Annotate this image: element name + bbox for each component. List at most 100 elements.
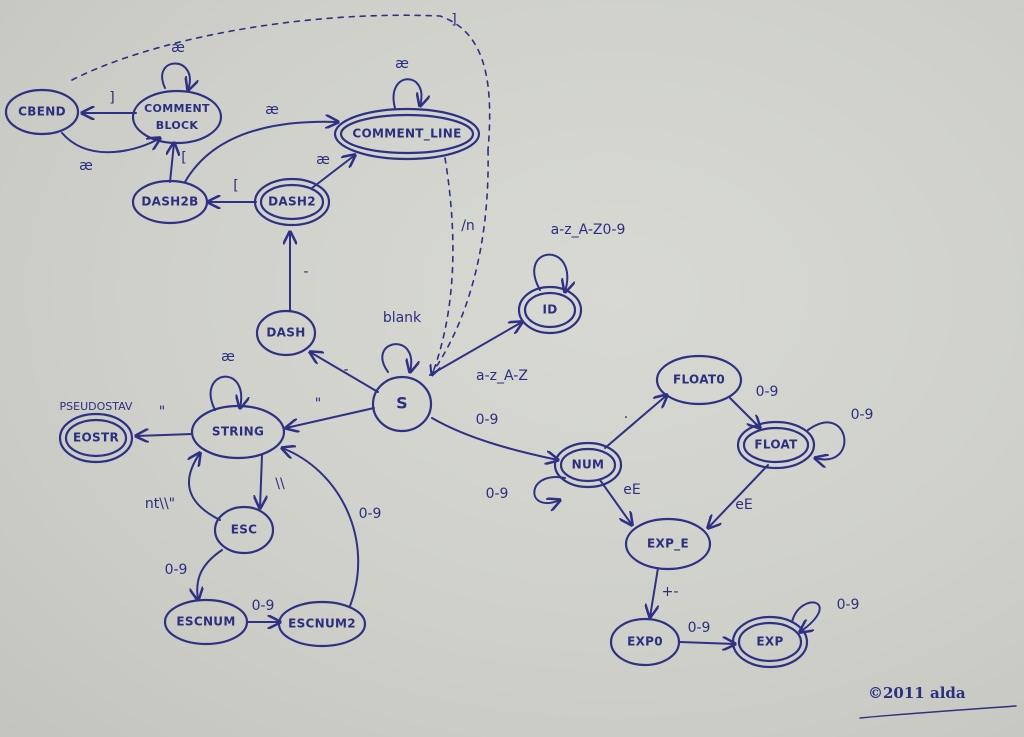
label-start-string: " xyxy=(315,396,321,412)
state-start: S xyxy=(371,375,433,433)
state-escnum: ESCNUM xyxy=(163,598,249,646)
edge-exp-loop xyxy=(791,601,821,632)
state-label: FLOAT0 xyxy=(673,373,725,387)
state-label: S xyxy=(396,394,408,413)
edge-start-loop xyxy=(381,343,411,372)
edge-labels: æ ] æ ] æ æ [ [ æ /n - - blank a-z_A-Z a… xyxy=(60,12,874,636)
state-escnum2: ESCNUM2 xyxy=(277,600,367,648)
edge-string-loop xyxy=(209,375,242,411)
state-label: BLOCK xyxy=(156,119,199,132)
state-label: STRING xyxy=(212,425,264,439)
state-exp-e: EXP_E xyxy=(624,517,712,571)
state-label: COMMENT xyxy=(144,102,210,115)
edge-start-id xyxy=(429,322,522,376)
state-label: ESCNUM xyxy=(176,615,235,629)
edge-cbend-commentblock xyxy=(61,132,160,154)
label-expe-exp0: +- xyxy=(662,584,679,600)
state-num: NUM xyxy=(553,441,623,489)
edge-start-dash xyxy=(310,352,379,393)
edge-expe-exp0 xyxy=(650,567,659,617)
states: CBEND COMMENT BLOCK COMMENT_LINE DASH2B … xyxy=(4,88,816,669)
edge-esc-string xyxy=(189,453,221,521)
edge-dash2b-commentline xyxy=(184,122,338,183)
label-esc-string: nt\\" xyxy=(145,496,175,512)
edge-commentblock-loop xyxy=(161,62,190,90)
state-label: COMMENT_LINE xyxy=(352,127,461,142)
label-dash2-dash2b: [ xyxy=(233,178,238,194)
state-label: ID xyxy=(542,303,557,317)
state-string: STRING xyxy=(190,404,286,460)
label-num-expe: eE xyxy=(623,482,640,498)
edge-dash2-commentline xyxy=(311,155,355,189)
edge-start-string xyxy=(286,407,375,428)
edge-num-expe xyxy=(599,479,632,525)
state-exp: EXP xyxy=(731,615,809,669)
edge-esc-escnum xyxy=(197,549,223,600)
label-string-eostr: " xyxy=(159,404,165,420)
state-cbend: CBEND xyxy=(4,88,80,136)
label-commentblock-cbend: ] xyxy=(109,90,114,106)
state-label: FLOAT xyxy=(754,438,798,452)
state-label: DASH2B xyxy=(141,195,198,209)
edge-float0-float xyxy=(729,397,760,428)
label-exp0-exp: 0-9 xyxy=(688,620,711,636)
label-dashed-bracket: ] xyxy=(451,12,456,28)
label-start-id: a-z_A-Z xyxy=(476,368,528,384)
edge-start-num xyxy=(431,417,558,460)
label-dash2-commentline: æ xyxy=(316,152,330,168)
label-dash2b-commentline: æ xyxy=(265,102,279,118)
label-dash2b-commentblock: [ xyxy=(181,150,186,166)
state-label: EXP0 xyxy=(627,635,663,649)
state-label: ESC xyxy=(231,523,258,537)
state-label: EXP xyxy=(756,635,783,649)
state-dash2: DASH2 xyxy=(253,177,331,227)
state-label: EOSTR xyxy=(73,431,119,445)
state-eostr: EOSTR xyxy=(58,412,134,464)
state-id: ID xyxy=(517,285,583,335)
label-start-num: 0-9 xyxy=(476,412,499,428)
label-commentblock-loop: æ xyxy=(171,40,185,56)
label-pseudostav: PSEUDOSTAV xyxy=(60,400,133,413)
state-label: DASH2 xyxy=(268,195,316,209)
state-label: EXP_E xyxy=(647,537,689,552)
edge-float-expe xyxy=(708,464,769,528)
edge-id-loop xyxy=(533,253,567,292)
state-float: FLOAT xyxy=(736,420,816,470)
edge-exp0-exp xyxy=(679,642,735,644)
label-newline: /n xyxy=(461,218,475,234)
state-label: CBEND xyxy=(18,105,66,119)
label-dash-dash2: - xyxy=(303,264,308,280)
label-id-loop: a-z_A-Z0-9 xyxy=(551,222,626,238)
signature: ©2011 alda xyxy=(868,684,966,702)
label-string-esc: \\ xyxy=(275,476,285,492)
label-float-expe: eE xyxy=(735,497,752,513)
edge-escnum2-string xyxy=(282,448,360,607)
label-esc-escnum: 0-9 xyxy=(165,562,188,578)
label-escnum-escnum2: 0-9 xyxy=(252,598,275,614)
edge-num-loop xyxy=(533,476,566,503)
label-start-dash: - xyxy=(343,362,348,378)
label-start-loop: blank xyxy=(383,310,422,326)
label-cbend-commentblock: æ xyxy=(79,158,93,174)
state-comment-line: COMMENT_LINE xyxy=(333,107,481,161)
state-label: DASH xyxy=(266,326,305,340)
edge-dash2b-commentblock xyxy=(170,143,174,183)
edge-float-loop xyxy=(807,421,846,459)
edge-num-float0 xyxy=(604,395,667,449)
edges xyxy=(61,14,1017,719)
signature-underline xyxy=(859,705,1017,719)
state-float0: FLOAT0 xyxy=(655,354,743,406)
label-float-loop: 0-9 xyxy=(851,407,874,423)
label-string-loop: æ xyxy=(221,349,235,365)
state-esc: ESC xyxy=(213,505,275,555)
label-num-float0: . xyxy=(624,406,628,422)
state-label: NUM xyxy=(572,458,605,472)
label-num-loop: 0-9 xyxy=(486,486,509,502)
label-commentline-loop: æ xyxy=(395,56,409,72)
edge-cbend-dashed xyxy=(71,14,491,151)
edge-commentline-loop xyxy=(392,78,422,108)
edge-string-eostr xyxy=(136,434,193,436)
state-comment-block: COMMENT BLOCK xyxy=(131,89,223,145)
edge-dashed-tail xyxy=(429,149,489,377)
label-escnum2-string: 0-9 xyxy=(359,506,382,522)
